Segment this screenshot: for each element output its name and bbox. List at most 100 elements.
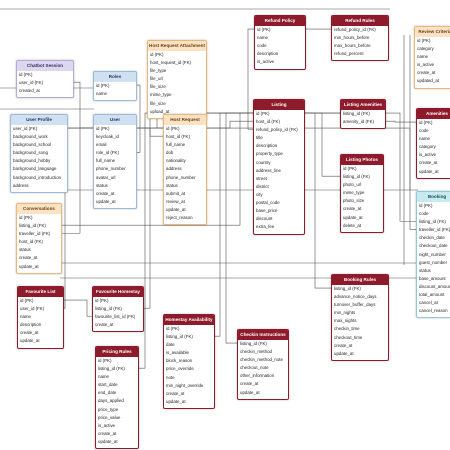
column-row: name [96, 91, 107, 97]
column-row: date [166, 342, 175, 348]
column-row: advance_notice_days [334, 294, 377, 300]
column-row: review_at [166, 198, 185, 204]
column-row: create_at [95, 322, 114, 328]
column-row: category [419, 144, 436, 150]
column-row: base_amount [419, 275, 446, 281]
column-row: end_date [98, 390, 117, 396]
column-row: turnover_buffer_days [334, 302, 376, 308]
column-row: price_type [98, 406, 119, 412]
column-row: listing_id (FK) [334, 286, 361, 291]
table-columns: id (PK)listing_id (FK)traveller_id (FK)h… [17, 214, 61, 271]
column-row: background_song [13, 150, 48, 156]
column-row: background_hobby [13, 158, 51, 164]
column-row: min_nights [334, 310, 356, 316]
column-row: host_id (FK) [19, 239, 43, 245]
column-row: background_school [13, 142, 52, 148]
column-row: category [417, 46, 434, 52]
column-row: night_number [419, 251, 446, 257]
column-row: min_hours_before [334, 35, 370, 41]
table-title: User [94, 115, 136, 125]
column-row: full_name [96, 158, 116, 164]
column-row: is_available [166, 350, 189, 356]
table-columns: id (PK)name [94, 82, 136, 98]
column-row: listing_id (FK) [343, 174, 370, 180]
column-row: id (PK) [166, 126, 180, 131]
column-row: name [98, 374, 109, 380]
column-row: create_at [419, 160, 438, 166]
relationship-connector [62, 299, 92, 317]
column-row: postal_code [256, 200, 280, 206]
column-row: listing_id (FK) [95, 306, 122, 312]
table-title: Conversations [17, 204, 61, 214]
column-row: host_id (FK) [166, 134, 190, 140]
column-row: nationality [166, 158, 186, 164]
column-row: traveller_id (FK) [19, 231, 51, 237]
column-row: reject_reason [166, 215, 193, 221]
column-row: refund_policy_id (FK) [256, 127, 298, 133]
column-row: total_amount [419, 292, 445, 298]
column-row: photo_size [343, 198, 365, 204]
table-title: User Profile [11, 115, 67, 125]
column-row: name [419, 136, 430, 142]
column-row: base_price [256, 208, 278, 214]
column-row: avatar_url [96, 174, 116, 180]
column-row: id (PK) [20, 298, 34, 303]
column-row: id (PK) [95, 298, 109, 303]
column-row: price_override [166, 366, 194, 372]
column-row: mime_type [343, 190, 365, 196]
column-row: update_at [419, 168, 439, 174]
table-title: Listing [254, 100, 304, 110]
column-row: country [256, 159, 271, 165]
column-row: delete_at [343, 222, 362, 228]
relationship-connector [72, 81, 93, 129]
column-row: create_at [343, 206, 362, 212]
column-row: id (PK) [96, 126, 110, 131]
table-title: Booking Rules [332, 275, 388, 285]
column-row: checkin_method_note [240, 357, 283, 363]
column-row: traveller_id (FK) [419, 227, 450, 233]
column-row: max_nights [334, 318, 357, 324]
column-row: listing_id (FK) [19, 223, 46, 229]
column-row: user_id (FK) [19, 80, 44, 86]
column-row: district [256, 183, 269, 189]
table-title: Booking [417, 192, 450, 202]
column-row: id (PK) [343, 166, 357, 171]
column-row: role_id (FK) [96, 150, 119, 156]
column-row: file_type [150, 68, 167, 74]
table-title: Checkin Instructions [238, 330, 288, 340]
column-row: amenity_id (FK) [343, 119, 374, 125]
column-row: full_name [166, 142, 186, 148]
column-row: days_applied [98, 398, 124, 404]
column-row: name [257, 35, 268, 41]
table-columns: id (PK)host_id (FK)refund_policy_id (FK)… [254, 110, 304, 231]
column-row: max_hours_before [334, 43, 371, 49]
column-row: id (PK) [19, 72, 33, 77]
column-row: price_value [98, 414, 121, 420]
column-row: favourite_list_id (FK) [95, 314, 136, 320]
table-title: Favourite Homestay [93, 287, 143, 297]
